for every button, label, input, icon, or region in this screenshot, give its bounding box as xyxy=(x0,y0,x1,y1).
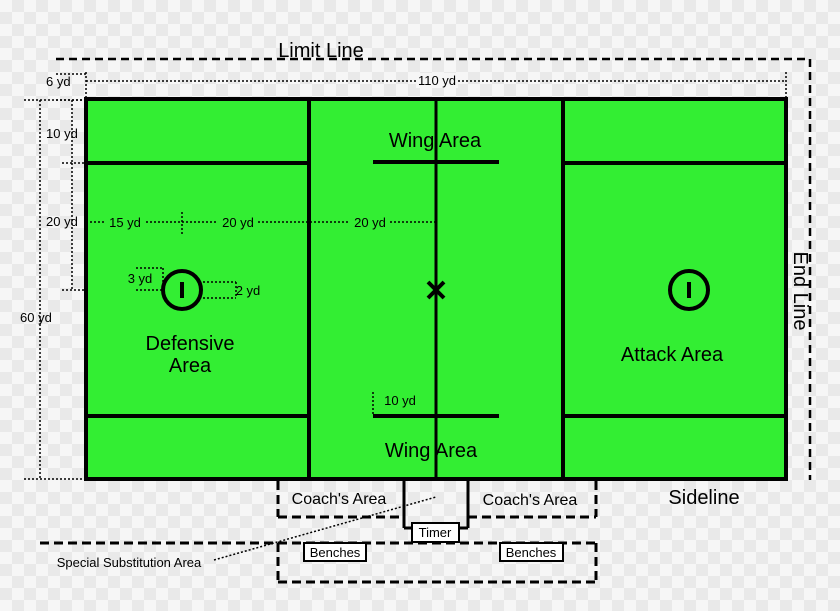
dim-15yd: 15 yd xyxy=(109,215,141,230)
wing-area-bottom-label: Wing Area xyxy=(385,440,478,462)
limit-line-dashed xyxy=(56,57,812,480)
benches-right-label: Benches xyxy=(506,545,557,560)
benches-left-label: Benches xyxy=(310,545,361,560)
timer-label: Timer xyxy=(419,525,452,540)
coachs-area-right-label: Coach's Area xyxy=(483,492,578,509)
defensive-area-label-line1: Defensive xyxy=(146,333,235,355)
field-lines xyxy=(86,99,786,479)
dim-10yd-wing: 10 yd xyxy=(384,393,416,408)
dimension-label-backgrounds-field xyxy=(105,214,390,229)
dim-6yd: 6 yd xyxy=(46,74,71,89)
dim-3yd: 3 yd xyxy=(128,271,153,286)
dim-20yd-b: 20 yd xyxy=(354,215,386,230)
center-x-icon xyxy=(426,280,446,300)
special-substitution-area-label: Special Substitution Area xyxy=(57,555,202,570)
timer-box xyxy=(411,522,460,543)
dimension-label-backgrounds xyxy=(416,73,458,88)
defensive-area-label-line2: Area xyxy=(169,355,212,377)
coachs-area-left-label: Coach's Area xyxy=(292,491,387,508)
dim-20yd-a: 20 yd xyxy=(222,215,254,230)
dim-2yd: 2 yd xyxy=(236,283,261,298)
table-area-lines xyxy=(402,479,470,530)
limit-line-label: Limit Line xyxy=(278,40,364,62)
dim-10yd-top: 10 yd xyxy=(46,126,78,141)
dim-60yd: 60 yd xyxy=(20,310,52,325)
benches-right-box xyxy=(499,542,564,562)
benches-left-box xyxy=(303,542,367,562)
end-line-label: End Line xyxy=(789,252,811,331)
sideline-label: Sideline xyxy=(668,487,739,509)
dim-110yd: 110 yd xyxy=(418,73,456,88)
dim-20yd-left: 20 yd xyxy=(46,214,78,229)
attack-area-label: Attack Area xyxy=(621,344,724,366)
attack-goal-crease xyxy=(668,269,710,311)
wing-area-top-label: Wing Area xyxy=(389,130,482,152)
